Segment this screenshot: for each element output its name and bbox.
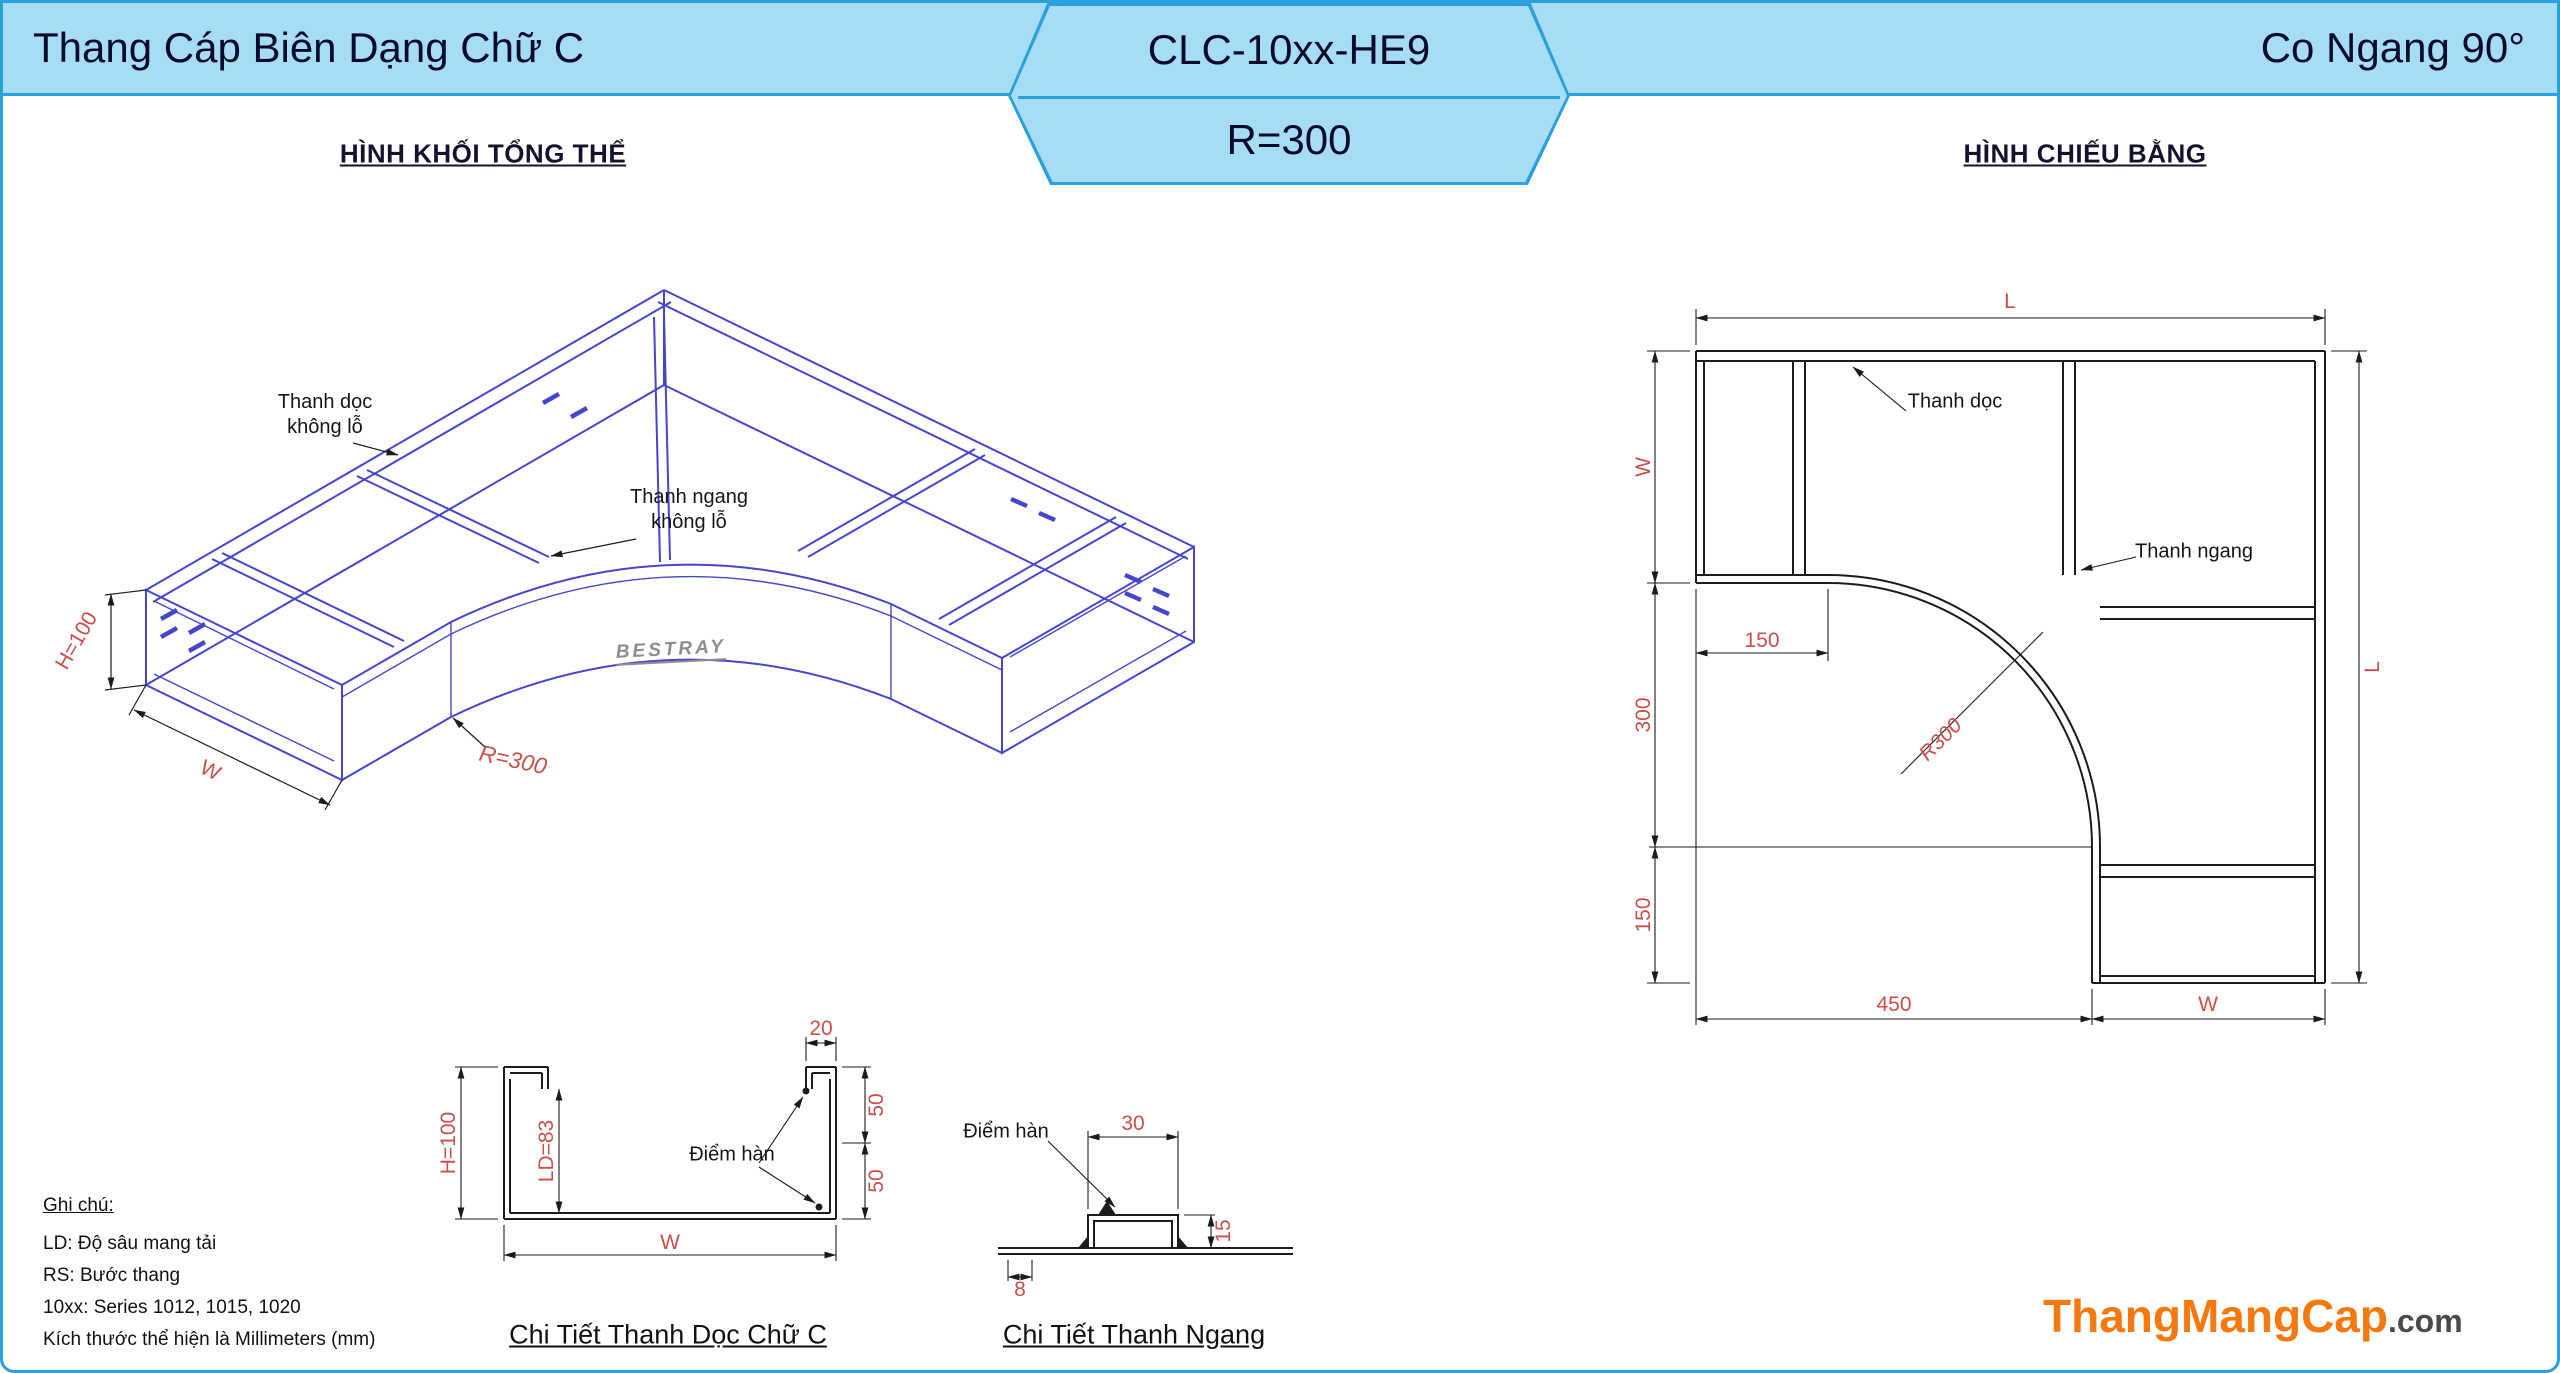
iso-rail-label-line1: Thanh dọc: [277, 391, 373, 413]
drawing-linework: [104, 289, 2367, 1281]
plan-dim-width-bottom: W: [2198, 993, 2218, 1016]
rung-dim-lines: [1007, 1131, 1215, 1281]
plan-rung-label: Thanh ngang: [2135, 540, 2253, 563]
rungdetail-weld-label: Điểm hàn: [963, 1120, 1049, 1143]
plan-dim-150-left: 150: [1632, 897, 1655, 933]
iso-rung-label-line1: Thanh ngang: [630, 486, 748, 508]
cdetail-dim-50-top: 50: [865, 1093, 888, 1117]
model-code: CLC-10xx-HE9: [1147, 25, 1431, 73]
note-line-3: 10xx: Series 1012, 1015, 1020: [43, 1297, 301, 1318]
rung-detail-lines: [998, 1201, 1293, 1255]
plan-dim-450: 450: [1876, 993, 1912, 1016]
cdetail-dim-w: W: [660, 1231, 680, 1254]
note-line-4: Kích thước thể hiện là Millimeters (mm): [43, 1329, 376, 1350]
iso-rung-label-line2: không lỗ: [651, 511, 727, 533]
plan-dim-300: 300: [1632, 697, 1655, 733]
radius-label: R=300: [1226, 116, 1352, 163]
title-hexagon-divider: [1018, 96, 1560, 99]
iso-view-lines: [145, 289, 1195, 782]
plan-dim-length-top: L: [2004, 290, 2016, 313]
iso-rung-label: Thanh ngang không lỗ: [630, 485, 748, 535]
company-logo: ThangMangCap.com: [2043, 1289, 2463, 1343]
bestray-brand: BESTRAY: [615, 636, 727, 666]
plan-rail-label: Thanh dọc: [1907, 390, 2003, 413]
logo-suffix: .com: [2387, 1303, 2463, 1339]
iso-dim-lines: [104, 442, 637, 811]
iso-rail-label-line2: không lỗ: [287, 416, 363, 438]
iso-section-title: HÌNH KHỐI TỔNG THỂ: [339, 138, 627, 169]
iso-dim-radius: R=300: [476, 739, 550, 780]
c-rail-dim-lines: [455, 1037, 871, 1261]
cdetail-dim-20: 20: [809, 1017, 833, 1040]
rungdetail-title: Chi Tiết Thanh Ngang: [1002, 1319, 1266, 1350]
plan-view-lines: [1695, 350, 2326, 984]
plan-dim-150-inner: 150: [1744, 629, 1780, 652]
title-hexagon-fill: [1011, 6, 1567, 182]
plan-section-title: HÌNH CHIẾU BẰNG: [1963, 138, 2207, 169]
cdetail-dim-50-bottom: 50: [865, 1169, 888, 1193]
iso-dim-width: W: [196, 755, 225, 786]
inner-arc: [1827, 582, 2093, 848]
title-hexagon: CLC-10xx-HE9 R=300: [1008, 3, 1570, 185]
cdetail-title: Chi Tiết Thanh Dọc Chữ C: [509, 1319, 827, 1350]
page-title-right: Co Ngang 90°: [2260, 24, 2525, 71]
plan-dim-lines: [1647, 309, 2367, 1025]
cdetail-dim-ld: LD=83: [535, 1119, 558, 1183]
iso-rail-label: Thanh dọc không lỗ: [278, 390, 373, 440]
note-line-2: RS: Bước thang: [43, 1265, 181, 1286]
iso-dim-height: H=100: [50, 607, 103, 674]
notes-heading: Ghi chú:: [43, 1195, 114, 1216]
rungdetail-dim-15: 15: [1212, 1219, 1235, 1243]
cdetail-dim-h: H=100: [437, 1111, 460, 1175]
page-title-left: Thang Cáp Biên Dạng Chữ C: [33, 24, 585, 71]
plan-dim-radius: R300: [1914, 713, 1967, 766]
plan-dim-length-right: L: [2361, 661, 2384, 673]
note-line-1: LD: Độ sâu mang tải: [43, 1233, 217, 1254]
logo-main: ThangMangCap: [2043, 1290, 2388, 1342]
plan-dim-width-left: W: [1632, 457, 1655, 477]
cdetail-weld-label: Điểm hàn: [689, 1143, 775, 1166]
rungdetail-dim-30: 30: [1121, 1112, 1145, 1135]
rungdetail-dim-8: 8: [1014, 1278, 1026, 1301]
